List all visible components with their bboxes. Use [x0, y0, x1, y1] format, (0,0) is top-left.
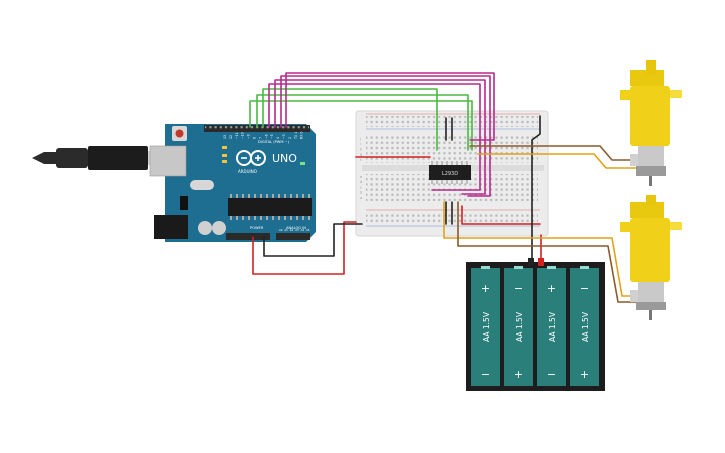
led-rx [222, 160, 227, 163]
analog-header [276, 233, 310, 240]
wire-orange-motor-1[interactable] [477, 153, 638, 169]
battery-cell-label: AA 1.5V [581, 311, 590, 342]
wire-magenta[interactable] [274, 79, 486, 195]
row-letter: i [360, 142, 361, 146]
driver-chip-label: L293D [442, 171, 458, 177]
battery-terminal-sign: − [514, 282, 523, 295]
usb-cable[interactable] [32, 146, 168, 170]
digital-pin-label: 12 [229, 135, 233, 139]
wire-red-5v[interactable] [252, 221, 357, 275]
analog-pin-label: A4 [301, 228, 305, 232]
wire-magenta[interactable] [280, 75, 491, 197]
row-letter: g [360, 153, 362, 157]
row-letter: c [360, 185, 362, 189]
analog-pin-label: A0 [279, 228, 283, 232]
analog-pin-label: A3 [295, 228, 299, 232]
capacitor [212, 221, 226, 235]
wire-red[interactable] [461, 205, 541, 225]
digital-pin-label: ~3 [282, 134, 286, 139]
l293d-driver-chip[interactable]: L293D [429, 161, 471, 184]
usb-jack [149, 145, 187, 177]
capacitor [198, 221, 212, 235]
digital-pin-label: ~5 [270, 134, 274, 139]
wire-black-gnd[interactable] [263, 223, 363, 257]
digital-pin-label: RX 0 [300, 132, 304, 139]
digital-pin-label: ~6 [264, 134, 268, 139]
wire-orange-motor-2[interactable] [443, 201, 638, 297]
dc-gear-motor-1[interactable] [620, 60, 682, 186]
row-letter: d [360, 180, 362, 184]
wire-brown-motor-2[interactable] [457, 201, 638, 303]
analog-pin-label: A5 [306, 228, 310, 232]
power-header [226, 233, 270, 240]
digital-pin-label: 8 [253, 137, 257, 139]
battery-terminal-sign: + [481, 282, 490, 295]
digital-header-label: DIGITAL (PWM ~) [258, 140, 290, 144]
wire-green[interactable] [262, 88, 438, 151]
battery-cell[interactable]: − + AA 1.5V [504, 266, 533, 386]
battery-terminal-sign: + [580, 368, 589, 381]
board-brand-label: ARDUINO [238, 169, 257, 174]
power-jack [154, 215, 188, 239]
battery-terminal-sign: + [547, 282, 556, 295]
wire-black-battery[interactable] [531, 115, 541, 267]
regulator [180, 196, 188, 210]
power-header-label: POWER [250, 226, 264, 230]
digital-pin-label: ~11 [235, 132, 239, 139]
digital-pin-label: ~10 [241, 132, 245, 139]
led-on [300, 162, 305, 165]
digital-pin-label: 2 [288, 137, 292, 139]
battery-cell[interactable]: − + AA 1.5V [570, 266, 599, 386]
battery-terminal-sign: − [481, 368, 490, 381]
digital-pin-label: 13 [223, 135, 227, 139]
analog-pin-label: A1 [284, 228, 288, 232]
battery-cell[interactable]: + − AA 1.5V [471, 266, 500, 386]
arduino-logo-icon [236, 150, 266, 166]
battery-cell-label: AA 1.5V [515, 311, 524, 342]
wire-magenta[interactable] [268, 83, 481, 191]
digital-pin-label: ~9 [247, 134, 251, 139]
row-letter: h [360, 147, 362, 151]
battery-terminal-sign: − [547, 368, 556, 381]
row-letter: a [360, 196, 362, 200]
battery-cell-label: AA 1.5V [482, 311, 491, 342]
led-tx [222, 154, 227, 157]
wire-green[interactable] [249, 100, 473, 151]
digital-pin-label: 7 [258, 137, 262, 139]
battery-cell[interactable]: + − AA 1.5V [537, 266, 566, 386]
wire-brown-motor-1[interactable] [469, 145, 638, 161]
battery-terminal-sign: − [580, 282, 589, 295]
atmega-chip [228, 198, 312, 216]
analog-pin-label: A2 [290, 228, 294, 232]
row-letter: b [360, 191, 362, 195]
battery-terminal-sign: + [514, 368, 523, 381]
wire-magenta[interactable] [285, 72, 495, 141]
wires [249, 72, 638, 303]
led-l [222, 146, 227, 149]
wire-green[interactable] [256, 94, 469, 151]
row-letter: j [359, 137, 361, 141]
battery-cell-label: AA 1.5V [548, 311, 557, 342]
battery-pack-4xaa[interactable]: + − AA 1.5V − + AA 1.5V + − AA 1.5V − + AA 1.5V [466, 258, 605, 391]
analog-header-label: ANALOG IN [286, 226, 306, 230]
row-letter: f [360, 158, 362, 162]
digital-pin-label: TX 1 [294, 132, 298, 140]
digital-pin-label: 4 [276, 137, 280, 139]
dc-gear-motor-2[interactable] [620, 195, 682, 320]
crystal [190, 180, 214, 190]
reset-button-cap[interactable] [175, 129, 184, 138]
board-model-label: UNO [272, 152, 297, 165]
row-letter: e [360, 175, 362, 179]
arduino-uno-board[interactable]: UNO ARDUINO DIGITAL (PWM ~) POWER ANALOG… [149, 124, 316, 242]
